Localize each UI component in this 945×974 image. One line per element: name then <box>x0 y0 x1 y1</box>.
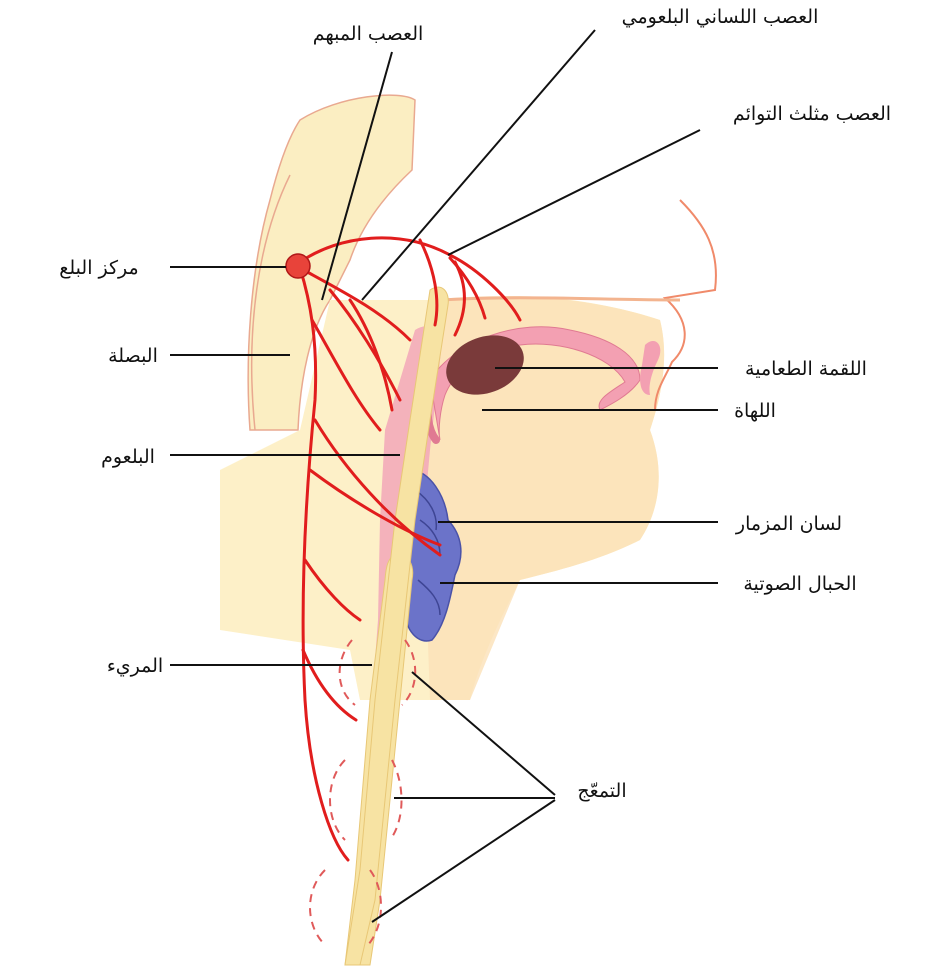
label-pharynx: البلعوم <box>101 446 155 468</box>
label-peristalsis: التمعّج <box>577 780 626 802</box>
labels: العصب المبهم العصب اللساني البلعومي العص… <box>59 6 891 802</box>
label-trigeminal-nerve: العصب مثلث التوائم <box>733 103 891 125</box>
nasal-palate <box>439 296 681 302</box>
label-vagus-nerve: العصب المبهم <box>313 23 424 45</box>
label-vocal-cords: الحبال الصوتية <box>743 573 856 595</box>
label-esophagus: المريء <box>107 655 163 677</box>
label-glossopharyngeal-nerve: العصب اللساني البلعومي <box>622 6 819 28</box>
leader-lines <box>170 29 718 923</box>
nerve-network <box>298 236 522 862</box>
swallowing-center-dot <box>285 253 311 279</box>
bolus-shape <box>446 335 524 395</box>
skull-outline <box>250 174 291 431</box>
esophagus-upper <box>344 286 449 966</box>
face-profile <box>654 199 717 411</box>
label-uvula: اللهاة <box>734 400 776 422</box>
peristalsis-bulges <box>309 639 417 946</box>
head-neck-anatomy <box>220 94 717 700</box>
label-bolus: اللقمة الطعامية <box>745 358 867 380</box>
label-epiglottis: لسان المزمار <box>735 513 842 535</box>
label-swallowing-center: مركز البلع <box>59 257 138 279</box>
face-lower-tissue <box>420 296 665 700</box>
label-medulla: البصلة <box>108 345 158 367</box>
